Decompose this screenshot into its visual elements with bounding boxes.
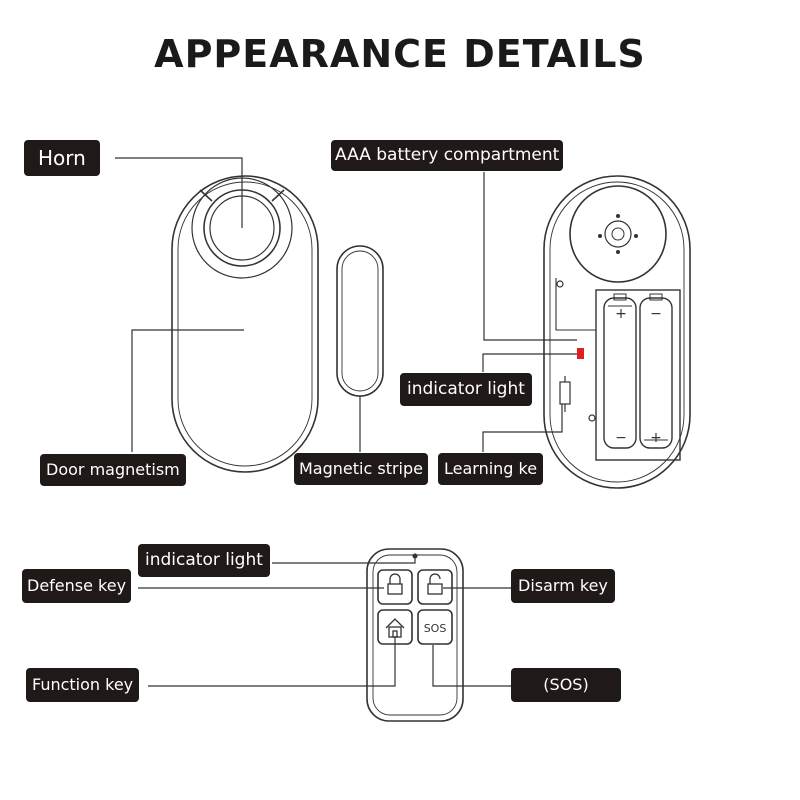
magnetic-stripe: [336, 245, 384, 397]
magnetic-stripe-label: Magnetic stripe: [294, 453, 428, 485]
battery-plus-mark-2: +: [650, 430, 662, 446]
learning-key-label: Learning ke: [438, 453, 544, 485]
disarm-key-label: Disarm key: [511, 569, 615, 603]
horn-label: Horn: [24, 140, 100, 176]
battery-minus-mark: −: [615, 430, 627, 446]
main-unit-front: [171, 175, 319, 473]
page-title: APPEARANCE DETAILS: [154, 32, 646, 76]
indicator-light-led: [577, 348, 584, 359]
battery-minus-mark-2: −: [650, 306, 662, 322]
lock-icon: [387, 573, 403, 595]
sos-label: (SOS): [511, 668, 621, 702]
home-icon: [385, 618, 405, 638]
battery-plus-mark: +: [615, 306, 627, 322]
back-horn: [569, 185, 667, 283]
indicator-light-label-top: indicator light: [400, 373, 532, 406]
learning-key-button: [559, 376, 571, 412]
main-unit-back: [543, 175, 691, 489]
battery-compartment: [595, 289, 681, 461]
indicator-light-label-remote: indicator light: [138, 544, 270, 577]
defense-key-label: Defense key: [22, 569, 132, 603]
door-magnetism-label: Door magnetism: [40, 454, 186, 486]
function-key-label: Function key: [26, 668, 140, 702]
sos-key-text: SOS: [424, 622, 447, 635]
remote-control: [366, 548, 464, 722]
unlock-icon: [427, 573, 443, 595]
leader-lines: [115, 157, 577, 687]
battery-compartment-label: AAA battery compartment: [331, 140, 564, 171]
